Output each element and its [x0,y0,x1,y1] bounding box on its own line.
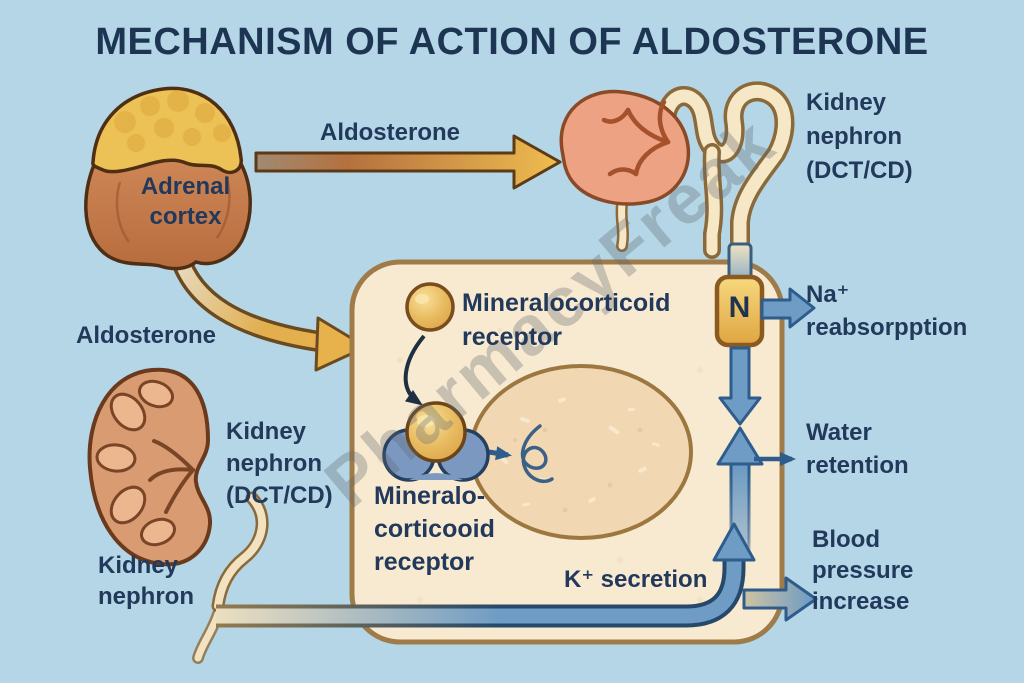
sodium-channel [714,242,765,348]
hormone-binding-arrow [403,334,426,406]
na-reabsorption-label: Na⁺ reabsorpption [806,281,968,341]
aldosterone-side-label: Aldosterone [76,322,217,349]
sodium-reabsorption-arrow [760,287,816,329]
aldosterone-curved-arrow [167,239,368,372]
water-retention-label: Water retention [806,419,909,479]
blood-pressure-label: Blood pressure increase [812,526,914,615]
adrenal-gland-illustration [84,86,252,271]
receptor-complex-label: Mineralo- corticooid receptor [374,482,495,576]
receptor-complex-illustration [382,401,490,482]
kidney-illustration-left [87,367,269,664]
kidney-nephron-top-label: Kidney nephron (DCT/CD) [806,89,913,184]
mineralocorticoid-receptor-label: Mineralocorticoid receptor [462,289,671,351]
nephron-tubule-illustration [615,81,795,260]
aldosterone-top-label: Aldosterone [319,119,460,146]
page-title: MECHANISM OF ACTION OF ALDOSTERONE [95,21,929,63]
potassium-secretion-tube [216,522,818,628]
k-secretion-label: K⁺ secretion [564,566,708,593]
aldosterone-molecule [405,282,455,332]
kidney-nephron-bottom-label: Kidney nephron [98,552,194,610]
sodium-channel-label: N [728,291,751,324]
aldosterone-straight-arrow [254,134,562,190]
kidney-illustration-top [559,89,691,206]
adrenal-cortex-label: Adrenal cortex [140,173,231,230]
sodium-into-cell-arrow [718,346,762,426]
dna-strand [520,424,554,484]
kidney-nephron-mid-label: Kidney nephron (DCT/CD) [226,418,333,509]
